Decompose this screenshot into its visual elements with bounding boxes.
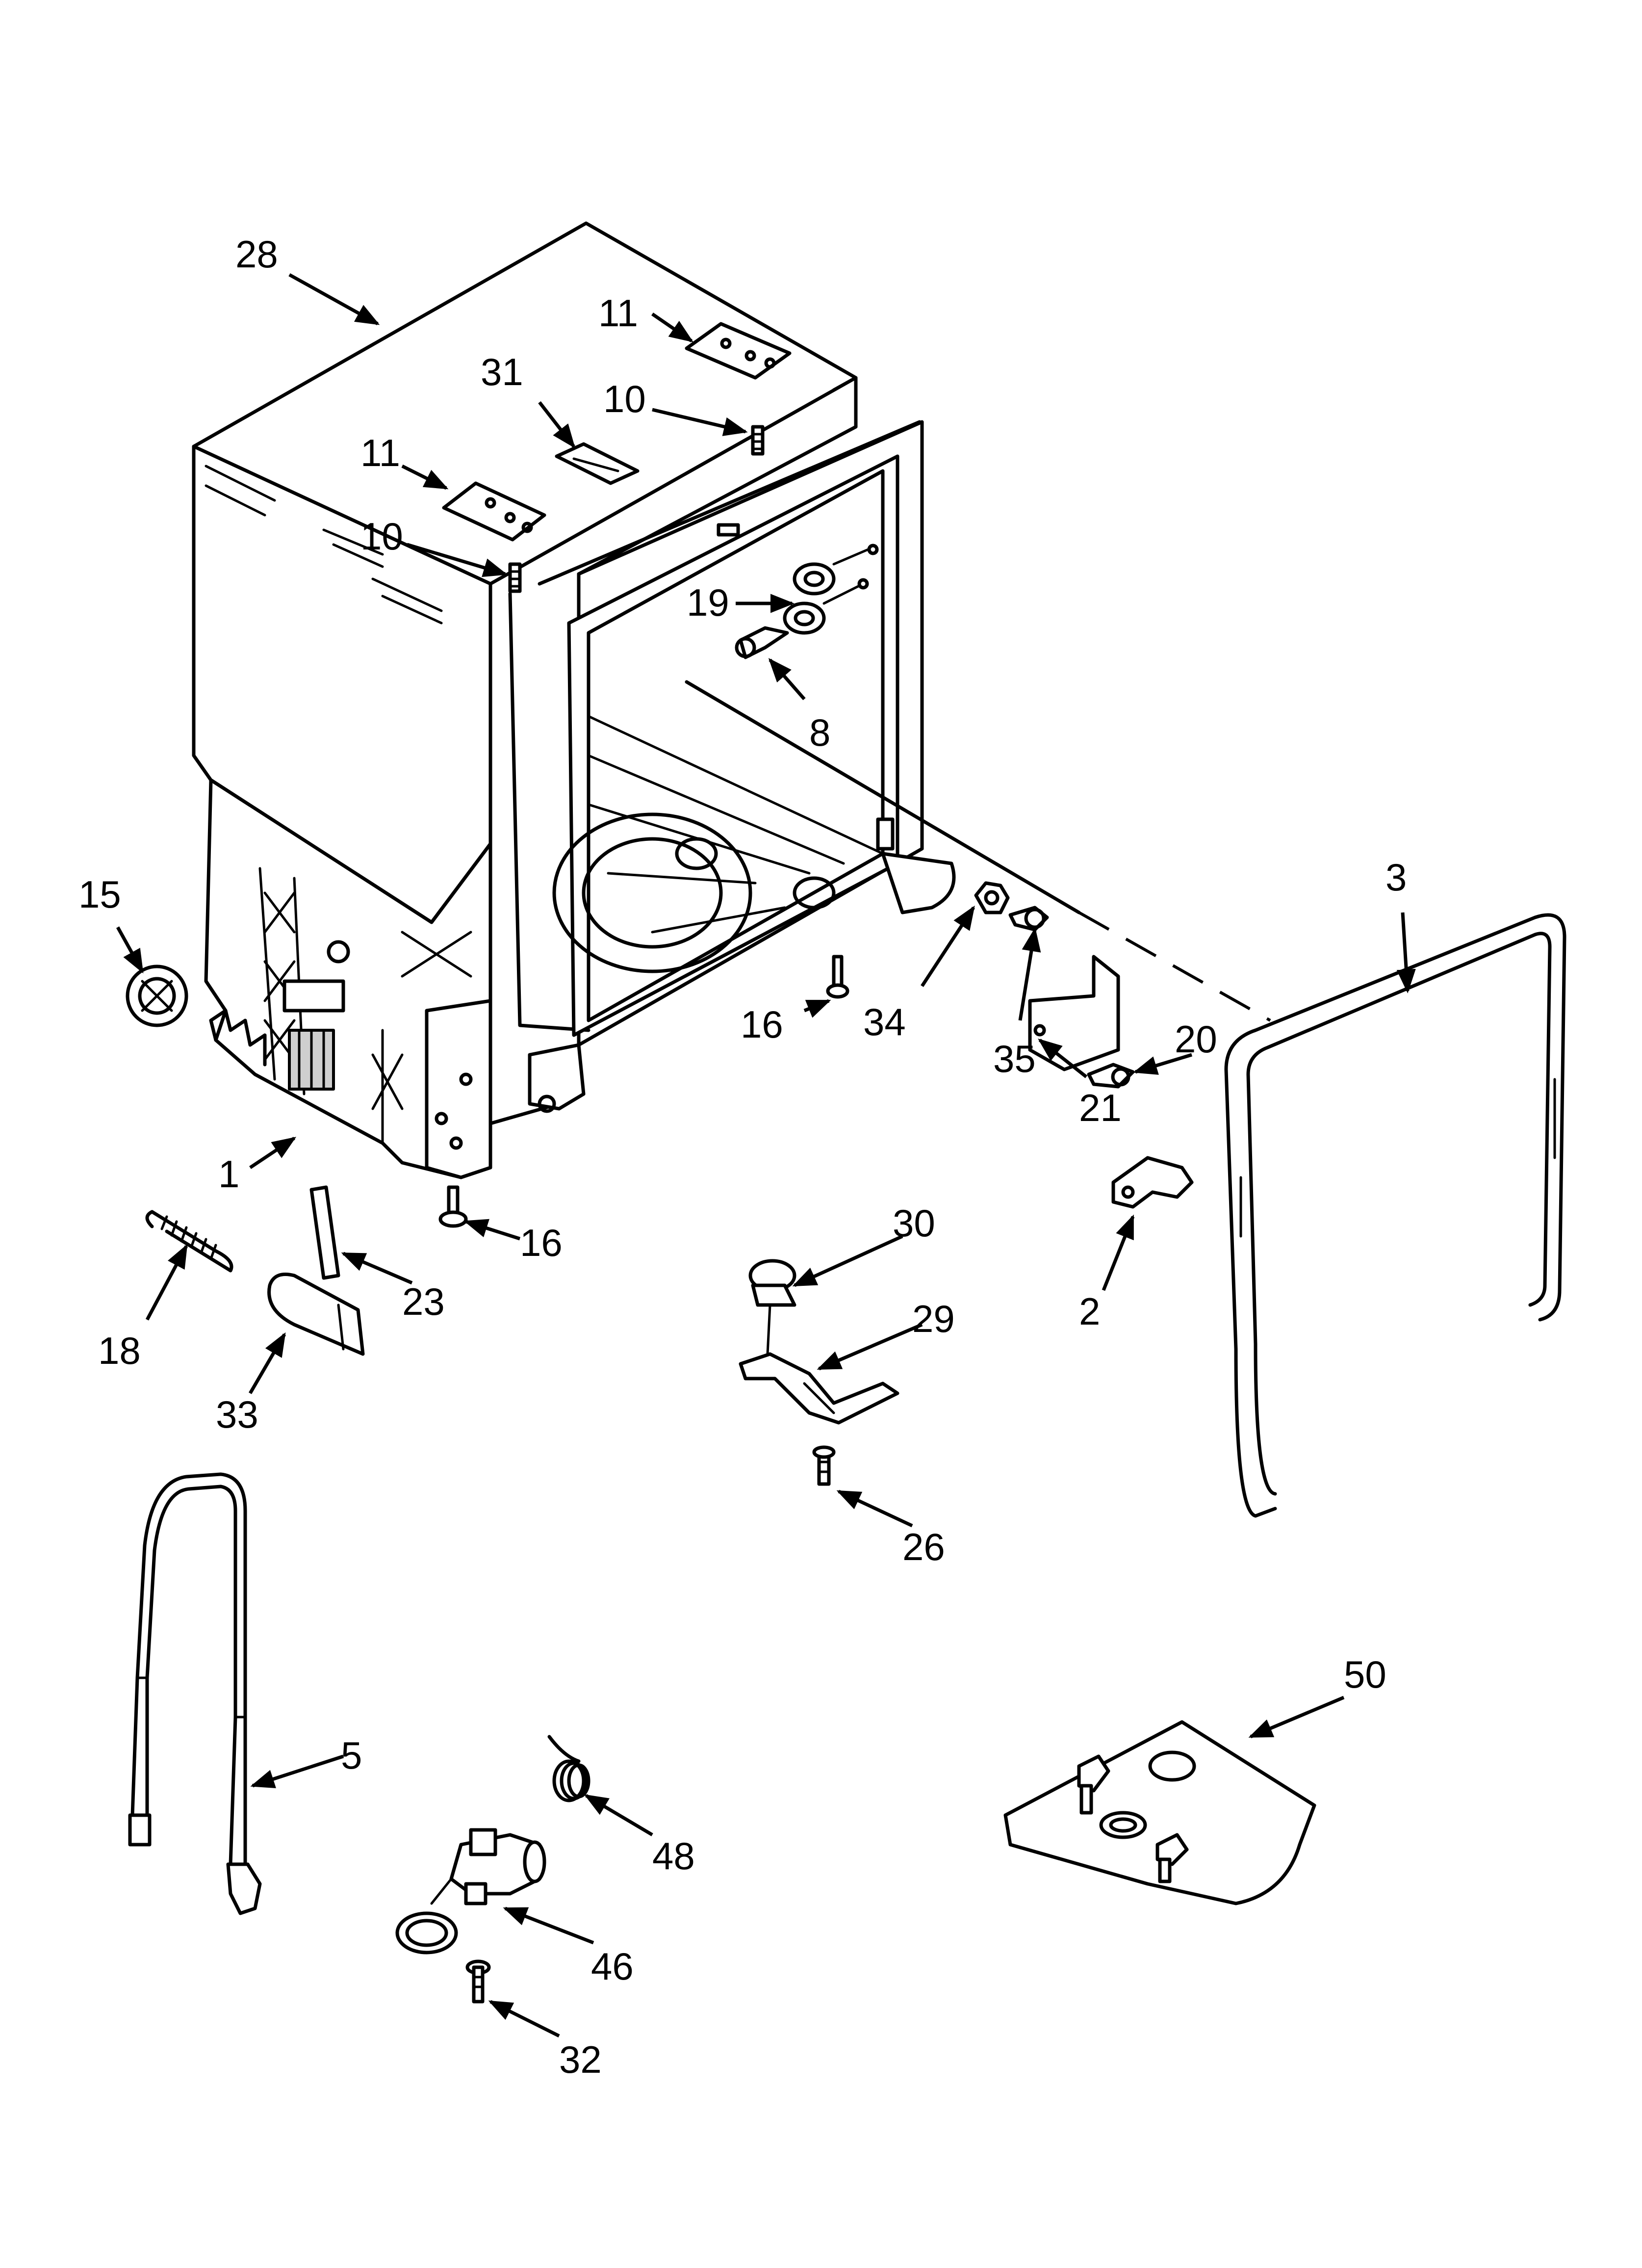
part-29-bracket [739,1352,899,1425]
callout-20: 20 [1175,1017,1217,1061]
part-21-bracket [1028,955,1120,1071]
part-32-screw [465,1959,491,2004]
part-33-pad [267,1273,365,1356]
callout-11-upper: 11 [598,291,638,335]
callout-1: 1 [218,1152,239,1196]
part-34-nut [974,881,1010,914]
part-11-bracket-upper [685,322,792,380]
part-11-bracket-lower [442,481,546,542]
callout-46: 46 [591,1945,634,1988]
part-8-screw [735,626,789,659]
callout-21: 21 [1079,1086,1122,1129]
part-30-thermostat [748,1259,796,1356]
callout-10-upper: 10 [603,377,646,420]
alignment-line [685,680,1081,914]
leader-arrows [116,273,1416,2038]
callout-2: 2 [1079,1290,1100,1333]
callout-3: 3 [1385,856,1407,899]
callout-28: 28 [235,233,278,276]
callout-16-upper: 16 [741,1003,783,1046]
alignment-dash [1078,911,1271,1022]
callout-32: 32 [559,2038,602,2081]
callout-50: 50 [1344,1653,1386,1696]
callout-18: 18 [98,1329,141,1372]
part-10-screw-upper [751,425,765,456]
callout-34: 34 [863,1000,906,1043]
callout-29: 29 [912,1297,955,1340]
callout-33: 33 [216,1393,258,1436]
part-48-clamp [547,1735,590,1802]
callout-31: 31 [481,350,523,393]
part-2-clip [1111,1156,1194,1209]
callout-48: 48 [652,1834,695,1877]
part-15-grommet [126,965,188,1027]
part-46-valve [395,1828,546,1955]
part-35-screw [1008,906,1049,932]
part-19-rollers [783,544,879,635]
part-20-screw [1087,1063,1135,1089]
callout-15: 15 [78,873,121,916]
part-16-pin-lower [438,1185,468,1228]
part-10-screw-lower [508,562,522,593]
callout-8: 8 [809,711,830,754]
part-18-spring [145,1210,233,1273]
part-3-gasket [1224,913,1566,1518]
part-5-hose [128,1472,262,1915]
part-50-parts-bag [1003,1720,1316,1905]
callout-labels: 28 11 31 10 11 10 19 8 3 15 16 34 35 20 … [78,233,1407,2081]
callout-35: 35 [993,1037,1036,1080]
part-23-strip [309,1185,340,1280]
callout-16-lower: 16 [520,1221,563,1264]
callout-30: 30 [893,1201,935,1245]
part-26-screw [812,1445,836,1486]
tub-assembly [192,221,956,1179]
part-16-pin-upper [826,955,849,999]
callout-26: 26 [902,1525,945,1568]
callout-23: 23 [402,1280,445,1323]
callout-10-lower: 10 [360,515,403,558]
callout-19: 19 [687,581,729,624]
callout-5: 5 [341,1734,362,1777]
callout-11-lower: 11 [360,431,400,474]
